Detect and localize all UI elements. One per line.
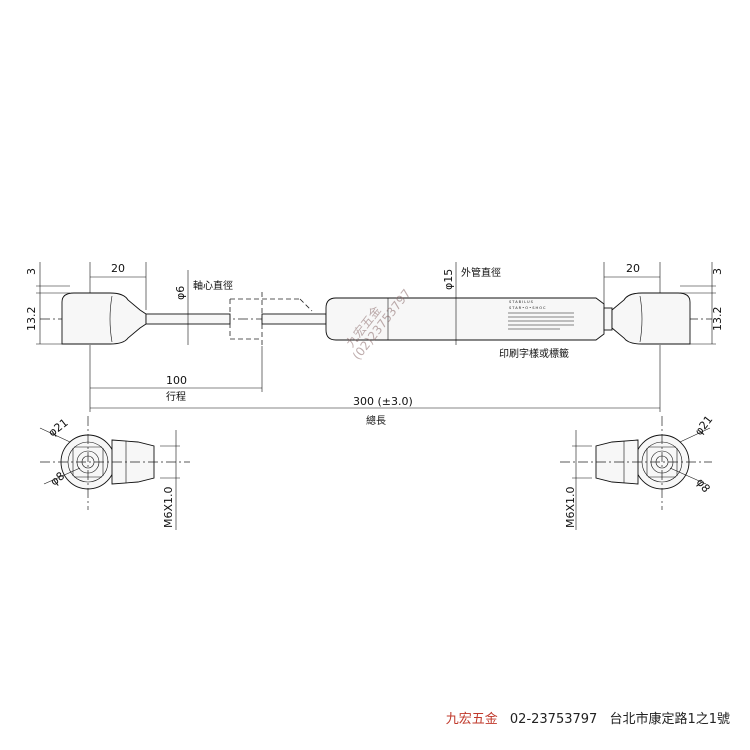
dim-eye-inner-right: φ8 (694, 476, 713, 495)
left-end-fitting (61, 292, 147, 345)
tube-diameter-label: 外管直徑 (461, 266, 501, 279)
total-label: 總長 (366, 414, 386, 427)
end-view-left: φ21 φ8 M6X1.0 (39, 416, 190, 530)
rod-diameter-label: 軸心直徑 (193, 279, 233, 292)
dim-eye-outer-left: φ21 (46, 416, 71, 439)
end-view-right: φ21 φ8 M6X1.0 (560, 413, 715, 530)
cylinder-tube (325, 297, 613, 341)
dim-stroke-value: 100 (166, 374, 187, 387)
dim-total: 300 (±3.0) 總長 (90, 345, 661, 427)
print-label: 印刷字樣或標籤 (499, 347, 569, 360)
footer-company: 九宏五金 (445, 712, 498, 727)
svg-text:STABILUS: STABILUS (509, 300, 534, 304)
dim-end-length-right: 20 (626, 262, 640, 275)
dim-height-left: 13.2 (25, 307, 38, 332)
stroke-label: 行程 (166, 390, 186, 403)
dim-offset-right: 3 (711, 268, 724, 275)
dim-height-right: 13.2 (711, 307, 724, 332)
right-end-fitting (611, 292, 691, 345)
dim-tube-diameter-value: φ15 (442, 269, 455, 290)
dim-total-value: 300 (±3.0) (353, 395, 413, 408)
dim-offset-left: 3 (25, 268, 38, 275)
dim-left-end: 20 13.2 3 (25, 262, 147, 345)
dim-tube-diameter: φ15 外管直徑 (442, 262, 501, 345)
dim-end-length-left: 20 (111, 262, 125, 275)
dim-rod-diameter-value: φ6 (174, 286, 187, 300)
product-label: STABILUS STAR•O•SHOC (508, 300, 574, 330)
footer-address: 台北市康定路1之1號 (609, 712, 730, 727)
footer: 九宏五金 02-23753797 台北市康定路1之1號 (446, 708, 730, 727)
dim-stroke: 100 行程 (89, 345, 263, 412)
footer-phone: 02-23753797 (509, 712, 598, 727)
dim-right-end: 20 13.2 3 (603, 262, 724, 345)
svg-text:STAR•O•SHOC: STAR•O•SHOC (509, 306, 547, 310)
dim-thread-right: M6X1.0 (564, 486, 577, 528)
dim-eye-outer-right: φ21 (692, 413, 715, 438)
dim-thread-left: M6X1.0 (162, 486, 175, 528)
dim-rod-diameter: φ6 軸心直徑 (174, 270, 233, 345)
